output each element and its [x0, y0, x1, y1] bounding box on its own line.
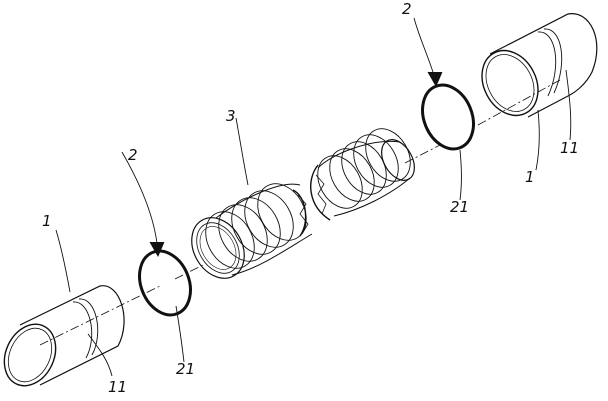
label-hose: 3 [226, 107, 236, 125]
pipe-left [3, 285, 125, 387]
ring-right [421, 83, 475, 151]
leader-lines [55, 17, 572, 377]
ring-left [138, 249, 192, 317]
pipe-right-groove [537, 31, 557, 97]
label-ring-left: 2 [128, 146, 138, 164]
pipe-left-groove [72, 301, 93, 359]
pipe-right [481, 13, 598, 118]
label-ring-right: 2 [402, 0, 412, 18]
label-pipe-left-line: 11 [108, 378, 127, 396]
label-pipe-right: 1 [525, 168, 535, 186]
label-pipe-left: 1 [42, 212, 52, 230]
label-ring-right-part: 21 [450, 198, 469, 216]
hose-left-segment [191, 183, 313, 279]
center-axis [39, 79, 561, 346]
label-pipe-right-line: 11 [560, 139, 579, 157]
label-ring-left-part: 21 [176, 360, 195, 378]
hose-right-segment [310, 128, 415, 221]
